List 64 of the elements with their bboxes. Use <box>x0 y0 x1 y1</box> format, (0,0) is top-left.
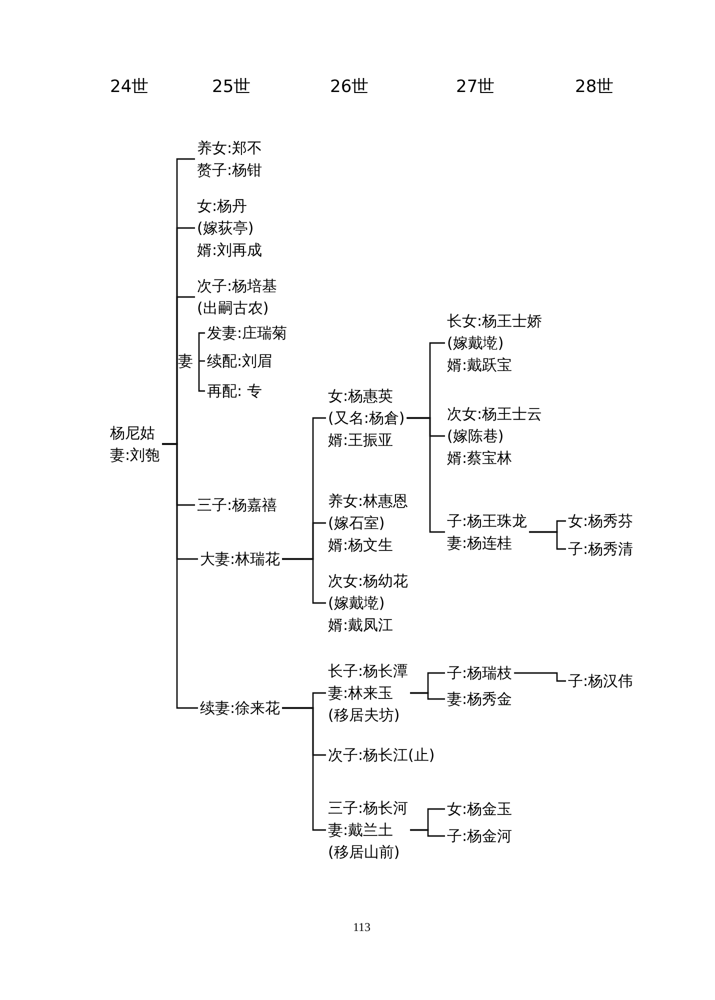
genealogy-entry: 女:杨惠英 <box>328 386 394 407</box>
genealogy-entry: 赘子:杨钳 <box>197 160 262 181</box>
tree-line <box>529 531 566 550</box>
generation-header: 26世 <box>330 76 369 99</box>
genealogy-entry: 婿:王振亚 <box>328 430 394 451</box>
tree-line <box>282 558 326 604</box>
generation-header: 24世 <box>110 76 149 99</box>
genealogy-entry: 女:杨丹 <box>197 196 248 217</box>
tree-line <box>514 672 566 682</box>
genealogy-entry: 次女:杨幼花 <box>328 571 408 592</box>
genealogy-entry: 长女:杨王士娇 <box>447 311 542 332</box>
genealogy-entry: 养女:林惠恩 <box>328 491 408 512</box>
genealogy-entry: 妻:杨连桂 <box>447 533 514 554</box>
genealogy-entry: (嫁石室) <box>328 513 386 534</box>
genealogy-entry: (嫁陈巷) <box>447 426 505 447</box>
tree-line <box>198 332 205 362</box>
genealogy-entry: (移居山前) <box>328 842 401 863</box>
genealogy-entry: (嫁戴墘) <box>328 593 386 614</box>
genealogy-entry: 发妻:庄瑞菊 <box>207 323 288 344</box>
generation-header: 25世 <box>212 76 251 99</box>
genealogy-entry: 妻:林来玉 <box>328 683 394 704</box>
tree-line <box>410 829 445 837</box>
genealogy-entry: 子:杨王珠龙 <box>447 511 528 532</box>
genealogy-entry: (又名:杨倉) <box>328 408 405 429</box>
genealogy-entry: 再配: 专 <box>207 381 262 402</box>
genealogy-entry: (嫁荻亭) <box>197 218 255 239</box>
genealogy-entry: 杨尼姑 <box>110 423 156 444</box>
genealogy-entry: 婿:刘再成 <box>197 240 262 261</box>
genealogy-entry: 子:杨汉伟 <box>568 671 634 692</box>
genealogy-entry: 妻:杨秀金 <box>447 689 512 710</box>
genealogy-entry: 长子:杨长潭 <box>328 661 408 682</box>
tree-line <box>406 417 445 533</box>
genealogy-entry: 婿:戴凤江 <box>328 615 394 636</box>
genealogy-entry: 次子:杨长江(止) <box>328 745 435 766</box>
genealogy-entry: 子:杨金河 <box>447 826 512 847</box>
genealogy-entry: 次女:杨王士云 <box>447 404 542 425</box>
genealogy-entry: 续妻:徐来花 <box>200 698 280 719</box>
genealogy-entry: (出嗣古农) <box>197 298 270 319</box>
genealogy-entry: 女:杨金玉 <box>447 799 512 820</box>
tree-line <box>198 360 205 392</box>
genealogy-entry: 次子:杨培基 <box>197 276 278 297</box>
page-number: 113 <box>353 919 371 936</box>
genealogy-entry: 大妻:林瑞花 <box>200 549 280 570</box>
genealogy-entry: 婿:蔡宝林 <box>447 448 514 469</box>
genealogy-entry: 妻:戴兰土 <box>328 820 394 841</box>
genealogy-entry: (嫁戴墘) <box>447 333 505 354</box>
genealogy-entry: (移居夫坊) <box>328 705 401 726</box>
genealogy-entry: 女:杨秀芬 <box>568 511 634 532</box>
genealogy-entry: 婿:戴跃宝 <box>447 355 514 376</box>
genealogy-entry: 婿:杨文生 <box>328 535 394 556</box>
tree-line <box>282 707 326 831</box>
tree-line <box>162 443 198 709</box>
genealogy-entry: 妻 <box>178 351 193 372</box>
genealogy-entry: 养女:郑不 <box>197 138 262 159</box>
genealogy-entry: 子:杨秀清 <box>568 539 634 560</box>
genealogy-entry: 三子:杨长河 <box>328 798 408 819</box>
generation-header: 27世 <box>456 76 495 99</box>
tree-line <box>198 360 205 362</box>
genealogy-entry: 三子:杨嘉禧 <box>197 495 278 516</box>
generation-header: 28世 <box>575 76 614 99</box>
genealogy-entry: 子:杨瑞枝 <box>447 663 512 684</box>
genealogy-entry: 续配:刘眉 <box>207 351 272 372</box>
genealogy-entry: 妻:刘匏 <box>110 445 160 466</box>
tree-line <box>410 692 445 700</box>
